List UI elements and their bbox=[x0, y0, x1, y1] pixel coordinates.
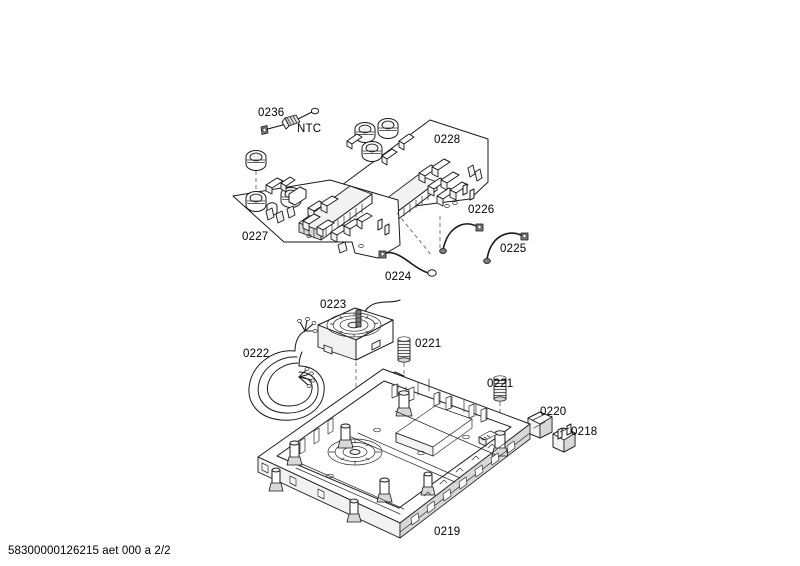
label-0228: 0228 bbox=[434, 134, 460, 146]
label-0226: 0226 bbox=[468, 204, 494, 216]
label-0219: 0219 bbox=[434, 526, 460, 538]
drawing-footer-id: 58300000126215 aet 000 a 2/2 bbox=[8, 545, 171, 557]
part-mains-cable-0222 bbox=[248, 317, 325, 421]
label-0236: 0236 bbox=[258, 107, 284, 119]
label-0221-lower: 0221 bbox=[487, 378, 513, 390]
part-spring-lower-0221 bbox=[493, 375, 507, 432]
components-0228 bbox=[418, 158, 483, 208]
detached-capacitor-0227 bbox=[245, 150, 267, 193]
label-0221-upper: 0221 bbox=[415, 338, 441, 350]
label-ntc: NTC bbox=[297, 123, 321, 135]
part-spring-upper-0221 bbox=[397, 336, 411, 392]
part-pcb-lower-0227 bbox=[232, 150, 401, 259]
capacitor-cluster-0228 bbox=[354, 118, 399, 162]
part-mounting-clip-0220 bbox=[527, 411, 553, 439]
part-pcb-upper-0228 bbox=[341, 118, 489, 224]
label-0227: 0227 bbox=[242, 231, 268, 243]
part-base-chassis-0219 bbox=[257, 368, 531, 539]
part-ntc-sensor-0236 bbox=[260, 107, 320, 135]
part-cable-0224 bbox=[378, 250, 437, 277]
label-0218: 0218 bbox=[571, 426, 597, 438]
label-0220: 0220 bbox=[540, 406, 566, 418]
part-cooling-fan-0223 bbox=[317, 299, 401, 440]
assembly-line-boards bbox=[396, 212, 433, 257]
label-0224: 0224 bbox=[385, 271, 412, 283]
part-cable-0226 bbox=[439, 223, 484, 254]
label-0222: 0222 bbox=[243, 348, 269, 360]
chassis-edge-tabs bbox=[399, 423, 531, 533]
mounting-posts bbox=[268, 390, 509, 523]
part-cable-0225 bbox=[483, 232, 529, 264]
part-retaining-bracket-0218 bbox=[552, 423, 576, 453]
label-0223: 0223 bbox=[320, 299, 346, 311]
label-0225: 0225 bbox=[500, 243, 526, 255]
